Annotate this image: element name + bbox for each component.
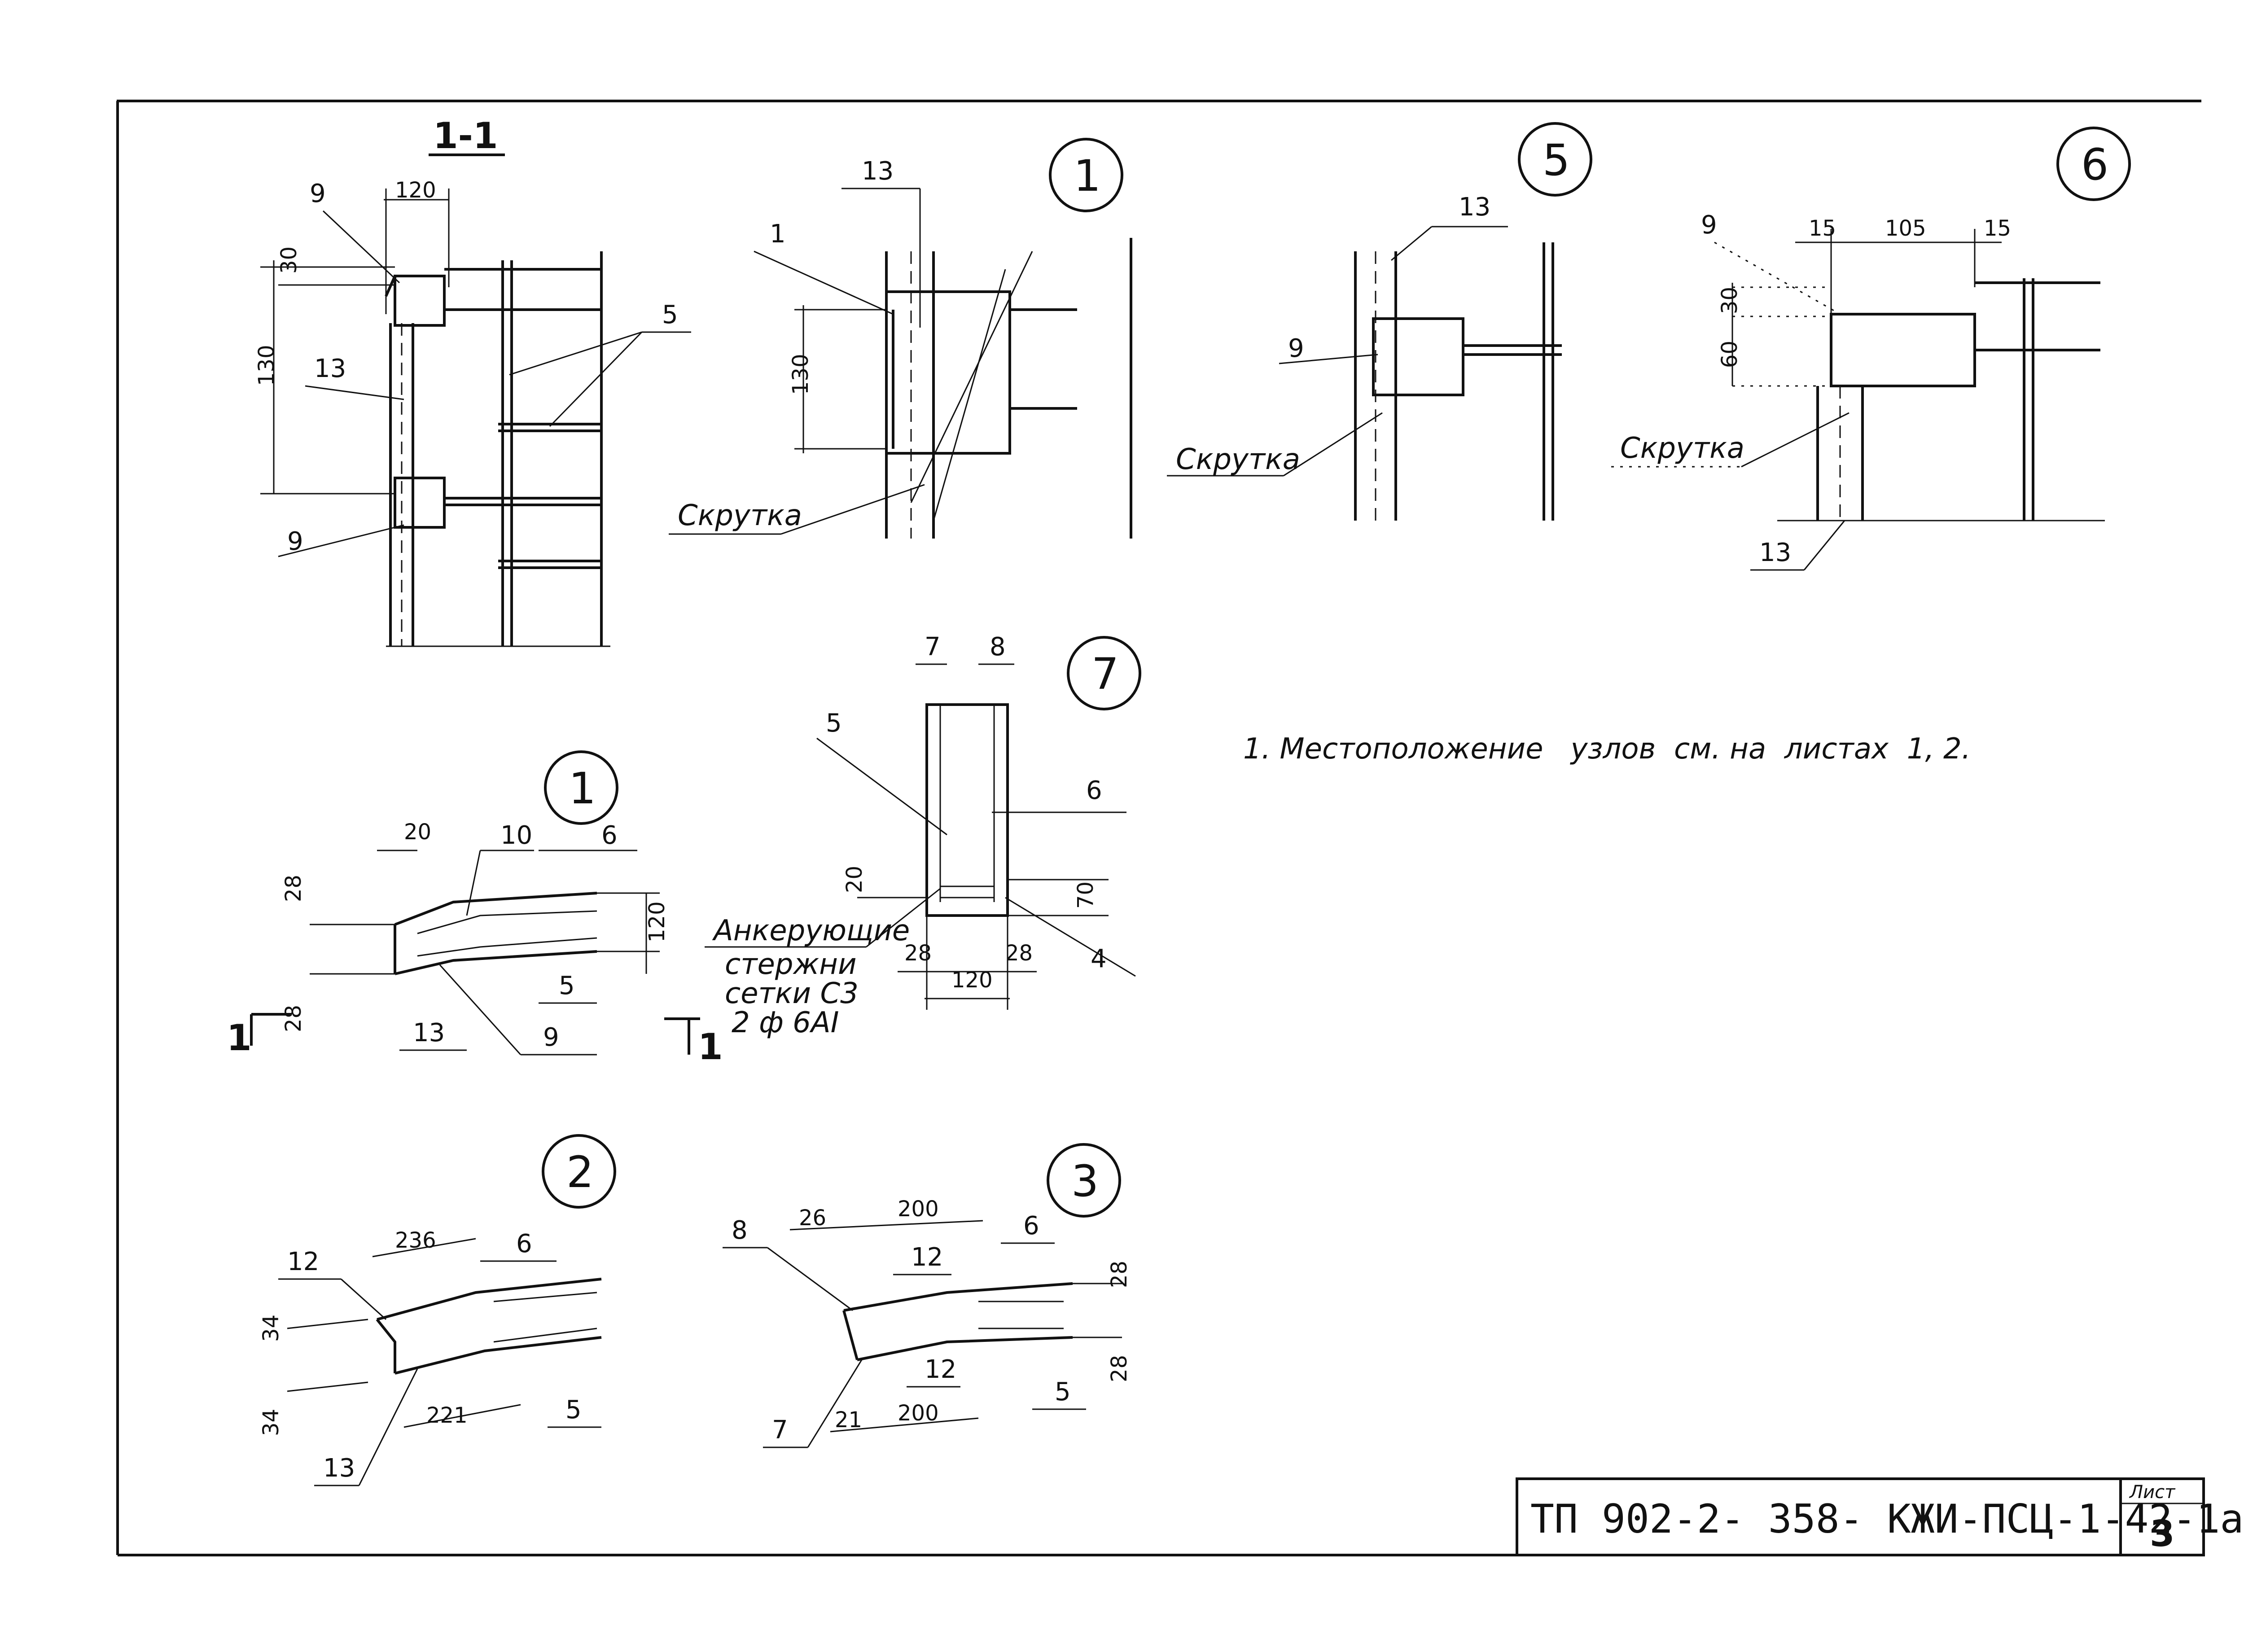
dim-30: 30	[276, 246, 302, 274]
node-1-top-dim-130: 130	[788, 354, 813, 395]
node-1-plan-id: 1	[569, 763, 596, 814]
callout-13: 13	[314, 354, 346, 383]
note-item-1: 1. Местоположение узлов см. на листах 1,…	[1243, 732, 1971, 766]
node-1-plan-callout-13: 13	[413, 1018, 445, 1047]
node-1-top-callout-13: 13	[862, 157, 894, 186]
node-1-top-callout-1: 1	[770, 219, 786, 249]
sheet-number: 3	[2150, 1513, 2175, 1555]
node-7-callout-6: 6	[1086, 776, 1102, 805]
node-6-callout-13: 13	[1759, 538, 1791, 567]
node-1-plan-dim-28a: 28	[281, 875, 306, 902]
node-7-callout-7: 7	[925, 632, 941, 662]
node-3-callout-12a: 12	[911, 1243, 943, 1272]
node-7-anchor-note: Анкерующие стержни сетки С3 2 ф 6АI	[705, 888, 941, 1039]
node-5-callout-9: 9	[1288, 334, 1304, 363]
node-1-top-id: 1	[1074, 151, 1101, 201]
notes: 1. Местоположение узлов см. на листах 1,…	[1243, 732, 1971, 766]
node-3-dim-200b: 200	[898, 1401, 939, 1426]
node-1-plan-callout-6: 6	[601, 821, 618, 850]
node-5-id: 5	[1543, 135, 1570, 185]
node-2-dim-34b: 34	[259, 1409, 284, 1436]
node-7-dim-28b: 28	[1005, 941, 1033, 966]
node-1-plan-callout-10: 10	[500, 821, 532, 850]
node-7-callout-8: 8	[990, 632, 1006, 662]
anchor-line-4: 2 ф 6АI	[732, 1006, 839, 1039]
node-6-dim-60: 60	[1717, 341, 1742, 368]
section-mark-left: 1	[227, 1017, 252, 1059]
node-5-label: Скрутка	[1176, 443, 1300, 476]
node-2-id: 2	[566, 1147, 594, 1197]
node-1-top-label: Скрутка	[678, 499, 802, 532]
node-3-callout-7: 7	[772, 1415, 788, 1445]
node-6-dim-15b: 15	[1984, 216, 2011, 241]
node-1-plan-dim-28b: 28	[281, 1005, 306, 1032]
node-3-callout-8: 8	[732, 1216, 748, 1245]
node-2-callout-5: 5	[565, 1395, 582, 1424]
dim-120: 120	[395, 178, 436, 203]
node-3-callout-5: 5	[1055, 1377, 1071, 1407]
section-1-1: 1-1 120 30 130 9	[254, 115, 691, 647]
title-block: ТП 902-2- 358- КЖИ-ПСЦ-1-42-1а Лист 3	[1516, 1477, 2244, 1556]
anchor-line-2: стержни	[725, 948, 857, 981]
node-6: 6 15 105 15 30 60 9 Скрутка 13	[1611, 127, 2131, 571]
node-6-dim-15a: 15	[1809, 216, 1836, 241]
node-1-plan-callout-9: 9	[543, 1023, 559, 1052]
section-mark-right: 1	[698, 1026, 723, 1068]
node-2-callout-13: 13	[323, 1454, 355, 1483]
node-2-callout-12: 12	[287, 1247, 319, 1276]
section-title: 1-1	[433, 115, 498, 157]
sheet-label: Лист	[2129, 1482, 2176, 1503]
dim-130: 130	[254, 345, 279, 386]
node-7-dim-70: 70	[1073, 881, 1098, 909]
node-1-plan-dim-20: 20	[404, 819, 431, 845]
node-1-top: 1 13 1 130 Скрутка	[669, 138, 1132, 539]
node-3-callout-6: 6	[1023, 1211, 1039, 1240]
anchor-line-3: сетки С3	[725, 977, 859, 1010]
node-1-plan-callout-5: 5	[559, 971, 575, 1000]
drawing-code: ТП 902-2- 358- КЖИ-ПСЦ-1-42-1а	[1530, 1496, 2244, 1542]
node-3-dim-28b: 28	[1107, 1355, 1132, 1382]
node-6-dim-105: 105	[1885, 216, 1926, 241]
node-3-dim-200a: 200	[898, 1196, 939, 1222]
node-3-dim-26: 26	[799, 1205, 826, 1231]
node-3-id: 3	[1071, 1156, 1099, 1206]
node-7-callout-4: 4	[1091, 944, 1107, 973]
node-5-callout-13: 13	[1459, 193, 1490, 222]
node-2: 2 236 34 34 221 12 6 13 5	[259, 1134, 616, 1486]
node-2-dim-221: 221	[426, 1403, 468, 1428]
node-7-callout-5: 5	[826, 709, 842, 738]
node-2-dim-34a: 34	[259, 1315, 284, 1342]
node-3-dim-21: 21	[835, 1407, 862, 1433]
node-1-plan-dim-120: 120	[644, 901, 670, 942]
node-1-plan: 1 20 28 120 28 10 6 5 13 9 1 1	[227, 750, 723, 1068]
node-6-dim-30: 30	[1717, 287, 1742, 314]
node-6-label: Скрутка	[1620, 432, 1744, 465]
node-5: 5 13 9 Скрутка	[1167, 122, 1592, 521]
node-7-dim-20: 20	[842, 866, 867, 893]
node-7-id: 7	[1091, 649, 1119, 699]
node-3-callout-12b: 12	[925, 1355, 956, 1384]
anchor-line-1: Анкерующие	[712, 914, 910, 947]
callout-9-top: 9	[310, 179, 326, 208]
node-6-id: 6	[2081, 140, 2108, 190]
node-2-callout-6: 6	[516, 1229, 532, 1258]
node-7: 7 7 8 5 6 4 20 70 28 120 28 Анкерующие с…	[705, 632, 1141, 1039]
callout-5: 5	[662, 300, 678, 329]
node-6-callout-9: 9	[1701, 210, 1717, 240]
node-3: 3 26 200 28 28 21 200 8 12 6 12 5 7	[723, 1143, 1132, 1448]
